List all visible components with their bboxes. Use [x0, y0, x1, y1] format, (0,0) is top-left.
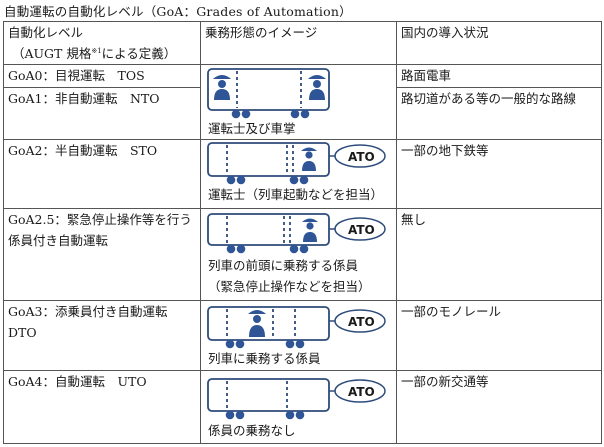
- wheel: [289, 175, 299, 185]
- train-car-body: [207, 378, 330, 412]
- train-car-body: [207, 142, 330, 177]
- wheel: [231, 109, 241, 119]
- wheel: [235, 410, 245, 420]
- ato-label: ATO: [348, 315, 375, 329]
- train-illustration-goa25: [207, 213, 386, 254]
- image-caption-goa4: 係員の乗務なし: [208, 423, 296, 438]
- image-goa4: ATO 係員の乗務なし: [200, 370, 397, 444]
- status-goa3: 一部のモノレール: [396, 300, 602, 371]
- conductor-icon: [308, 75, 326, 100]
- wheel: [236, 244, 246, 254]
- wheel: [225, 339, 235, 349]
- wheel: [226, 244, 236, 254]
- table-row-goa4: GoA4：自動運転 UTO ATO 係員の乗務なし 一部の新交通等: [3, 370, 602, 444]
- wheel: [289, 244, 299, 254]
- image-goa25: ATO 列車の前頭に乗務する係員 （緊急停止操作などを担当）: [200, 208, 397, 301]
- wheel: [285, 339, 295, 349]
- wheel: [235, 339, 245, 349]
- table-caption: 自動運転の自動化レベル（GoA：Grades of Automation）: [4, 4, 352, 19]
- status-goa4: 一部の新交通等: [396, 370, 602, 444]
- train-illustration-goa4: [207, 378, 386, 420]
- status-goa1: 路切道がある等の一般的な路線: [396, 87, 602, 140]
- wheel: [225, 410, 235, 420]
- table-row-goa25: GoA2.5：緊急停止操作等を行う係員付き自動運転 ATO 列車の前頭に乗務する…: [3, 208, 602, 301]
- level-goa4: GoA4：自動運転 UTO: [3, 370, 201, 444]
- train-illustration-goa01: [207, 68, 330, 119]
- attendant-icon: [248, 310, 266, 337]
- header-image: 乗務形態のイメージ: [200, 21, 397, 65]
- train-illustration-goa2: [207, 142, 386, 185]
- wheel: [299, 244, 309, 254]
- level-goa3: GoA3：添乗員付き自動運転DTO: [3, 300, 201, 371]
- driver-icon: [301, 147, 317, 171]
- wheel: [241, 109, 251, 119]
- table-row-goa2: GoA2：半自動運転 STO ATO 運転士（列車起動などを担当） 一部の地下鉄…: [3, 139, 602, 209]
- level-goa2: GoA2：半自動運転 STO: [3, 139, 201, 209]
- ato-label: ATO: [348, 385, 375, 399]
- image-caption-goa2: 運転士（列車起動などを担当）: [208, 187, 384, 202]
- header-level-line2: （AUGT 規格※1による定義）: [11, 46, 177, 61]
- ato-label: ATO: [348, 223, 375, 237]
- train-illustration-goa3: [207, 306, 386, 349]
- wheel: [295, 410, 305, 420]
- wheel: [295, 339, 305, 349]
- table-row-goa3: GoA3：添乗員付き自動運転DTO ATO 列車に乗務する係員 一部のモノレール: [3, 300, 602, 371]
- status-goa25: 無し: [396, 208, 602, 301]
- goa-table: 自動化レベル （AUGT 規格※1による定義） 乗務形態のイメージ 国内の導入状…: [3, 21, 602, 444]
- wheel: [300, 109, 310, 119]
- wheel: [285, 410, 295, 420]
- driver-icon: [213, 75, 231, 100]
- image-caption-goa25-line1: 列車の前頭に乗務する係員: [208, 258, 359, 273]
- table-row-goa0: GoA0：目視運転 TOS 運転士及び車掌 路面電車: [3, 64, 602, 140]
- image-goa2: ATO 運転士（列車起動などを担当）: [200, 139, 397, 209]
- level-goa1: GoA1：非自動運転 NTO: [3, 87, 201, 140]
- header-level-line1: 自動化レベル: [8, 25, 84, 40]
- wheel: [290, 109, 300, 119]
- level-goa25: GoA2.5：緊急停止操作等を行う係員付き自動運転: [3, 208, 201, 301]
- image-goa3: ATO 列車に乗務する係員: [200, 300, 397, 371]
- image-goa01: 運転士及び車掌: [200, 64, 397, 140]
- staff-icon: [302, 218, 318, 242]
- wheel: [299, 175, 309, 185]
- wheel: [236, 175, 246, 185]
- image-caption-goa3: 列車に乗務する係員: [208, 351, 321, 366]
- table-row-goa1: GoA1：非自動運転 NTO 路切道がある等の一般的な路線: [3, 87, 602, 140]
- train-car-body: [207, 306, 330, 341]
- ato-label: ATO: [348, 150, 375, 164]
- image-caption-goa25-line2: （緊急停止操作などを担当）: [208, 279, 371, 294]
- header-status: 国内の導入状況: [396, 21, 602, 65]
- train-car-body: [207, 68, 330, 111]
- status-goa0: 路面電車: [396, 64, 602, 88]
- header-row: 自動化レベル （AUGT 規格※1による定義） 乗務形態のイメージ 国内の導入状…: [3, 21, 602, 65]
- wheel: [226, 175, 236, 185]
- image-caption-goa01: 運転士及び車掌: [208, 121, 296, 136]
- header-level: 自動化レベル （AUGT 規格※1による定義）: [3, 21, 201, 65]
- status-goa2: 一部の地下鉄等: [396, 139, 602, 209]
- level-goa0: GoA0：目視運転 TOS: [3, 64, 201, 88]
